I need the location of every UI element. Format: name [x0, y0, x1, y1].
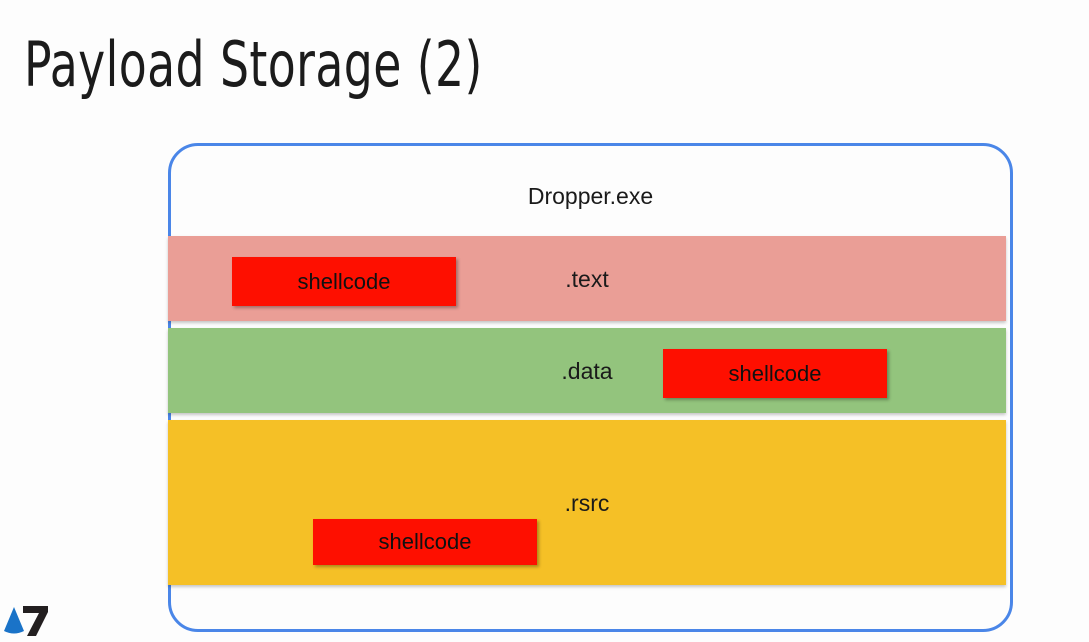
- shellcode-block-text: shellcode: [232, 257, 456, 306]
- seven-logo-icon: [4, 606, 48, 636]
- page-title: Payload Storage (2): [24, 28, 483, 101]
- shellcode-block-data: shellcode: [663, 349, 887, 398]
- pe-section-rsrc: .rsrc: [168, 420, 1006, 585]
- shellcode-block-rsrc: shellcode: [313, 519, 537, 565]
- dropper-label: Dropper.exe: [527, 183, 654, 209]
- pe-section-label-rsrc: .rsrc: [564, 489, 610, 516]
